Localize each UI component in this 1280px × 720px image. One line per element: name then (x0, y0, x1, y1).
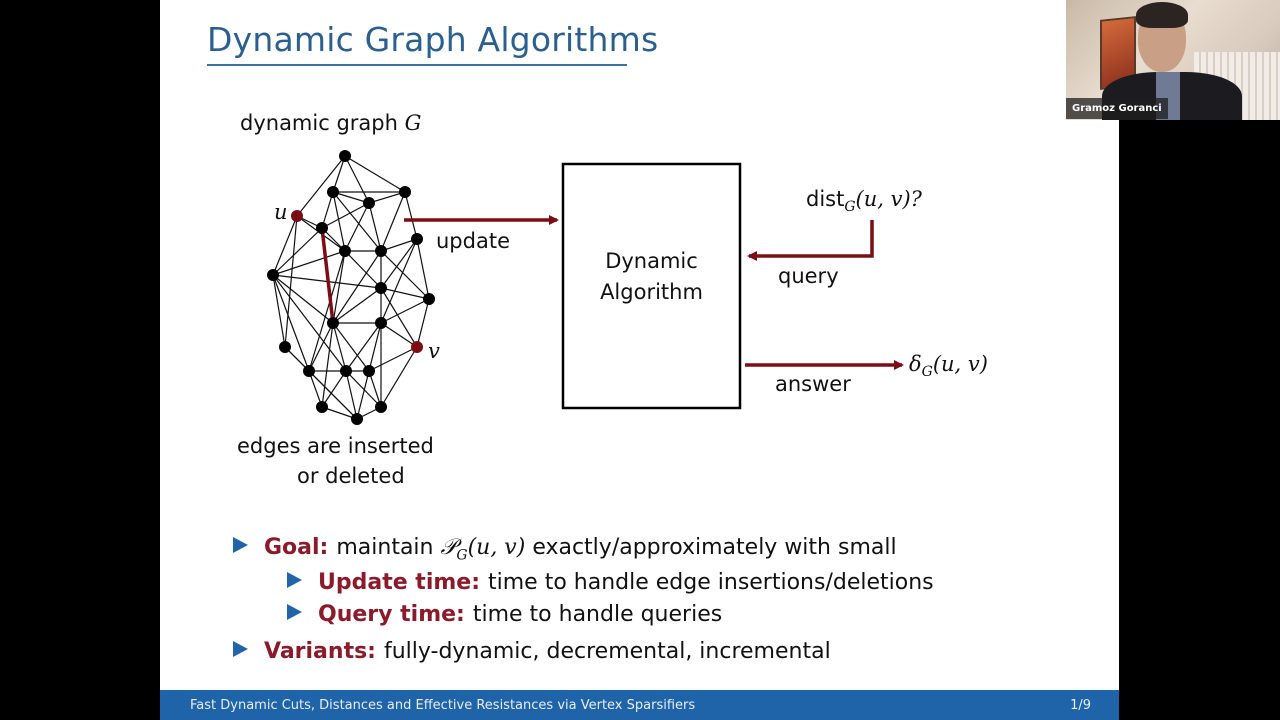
bullet-keyword: Goal: (264, 535, 329, 560)
bullet-keyword: Update time: (318, 570, 481, 595)
answer-expression: δG(u, v) (909, 352, 988, 380)
query-label: query (778, 264, 839, 288)
bullet-variants: Variants: fully-dynamic, decremental, inc… (233, 639, 831, 664)
slide-footer: Fast Dynamic Cuts, Distances and Effecti… (160, 690, 1119, 720)
query-expr-sub: G (844, 199, 856, 216)
bullet-triangle-icon (287, 572, 302, 588)
graph-label: dynamic graph G (240, 111, 421, 135)
bullet-keyword: Variants: (264, 639, 376, 664)
graph-edges (272, 155, 430, 420)
bullet-triangle-icon (233, 641, 248, 657)
graph-symbol: G (404, 111, 422, 135)
bullet-triangle-icon (287, 604, 302, 620)
node-u-label: u (274, 200, 288, 224)
bullet-update-time: Update time: time to handle edge insertio… (287, 570, 934, 595)
page-number: 1/9 (1070, 698, 1091, 713)
query-expr-args: (u, v)? (855, 187, 922, 211)
answer-label: answer (775, 372, 851, 396)
query-arrow (747, 220, 874, 261)
answer-expr-prefix: δ (909, 352, 922, 376)
answer-expr-sub: G (921, 364, 933, 381)
graph-caption-line1: edges are inserted (237, 434, 434, 458)
bullet-triangle-icon (233, 537, 248, 553)
bullet-query-time: Query time: time to handle queries (287, 602, 722, 627)
slide: Dynamic Graph Algorithms (160, 0, 1119, 720)
bullet-goal: Goal: maintain 𝒫G(u, v) exactly/approxima… (233, 535, 897, 563)
bullet-keyword: Query time: (318, 602, 465, 627)
participant-name: Gramoz Goranci (1066, 98, 1168, 119)
node-v-label: v (428, 339, 440, 363)
slide-title: Dynamic Graph Algorithms (207, 20, 659, 59)
title-underline (207, 64, 627, 66)
update-label: update (436, 229, 510, 253)
speaker-hair (1136, 2, 1188, 28)
box-line1: Dynamic (605, 249, 698, 273)
bullet-text-after: exactly/approximately with small (532, 535, 897, 560)
bullet-math-sub: G (456, 547, 468, 564)
highlighted-edge (320, 227, 335, 324)
bullet-text: fully-dynamic, decremental, incremental (383, 639, 831, 664)
bullet-math-args: (u, v) (467, 535, 526, 560)
bullet-text: time to handle queries (472, 602, 723, 627)
graph-nodes (267, 150, 435, 425)
bullet-text: maintain (336, 535, 434, 560)
node-v (411, 341, 423, 353)
footer-title: Fast Dynamic Cuts, Distances and Effecti… (190, 698, 696, 713)
algorithm-box-label: Dynamic Algorithm (563, 246, 740, 308)
graph-label-text: dynamic graph (240, 111, 398, 135)
box-line2: Algorithm (600, 280, 703, 304)
diagram (267, 150, 904, 425)
query-expr-prefix: dist (806, 187, 845, 211)
bullet-math: 𝒫 (440, 535, 457, 560)
algorithm-box (561, 162, 742, 410)
bullet-text: time to handle edge insertions/deletions (488, 570, 934, 595)
node-u (291, 210, 303, 222)
answer-expr-args: (u, v) (932, 352, 988, 376)
graph-caption-line2: or deleted (297, 464, 405, 488)
webcam-thumbnail[interactable]: Gramoz Goranci (1066, 0, 1280, 120)
query-expression: distG(u, v)? (806, 187, 922, 215)
